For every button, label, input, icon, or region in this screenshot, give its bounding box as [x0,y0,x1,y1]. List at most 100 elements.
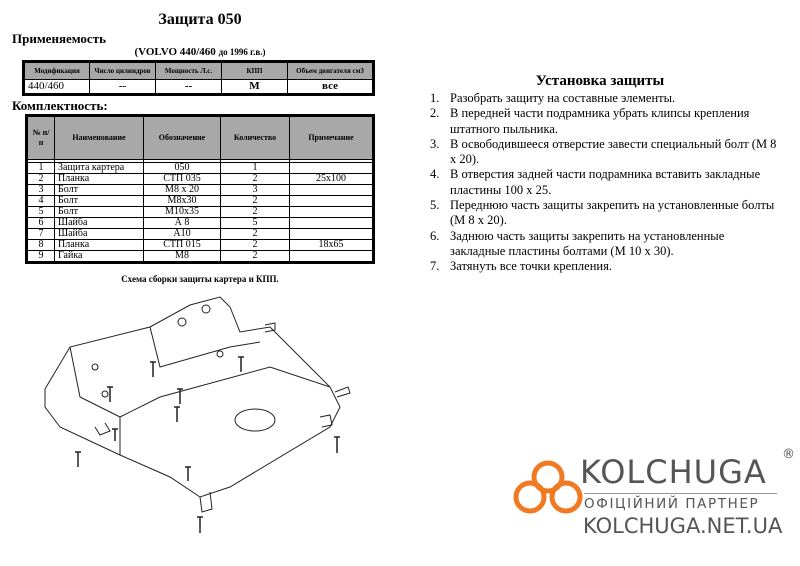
logo-brand: KOLCHUGA [580,453,767,491]
installation-title: Установка защиты [535,73,665,89]
cell: 050 [143,162,221,174]
cell: 2 [220,250,290,263]
cell: 2 [26,173,55,185]
applicability-heading: Применяемость [12,31,106,46]
cell [289,184,374,196]
cell [289,217,374,229]
cell: 440/460 [23,79,90,95]
table-row: 440/460 -- -- М все [23,79,374,95]
cell: 5 [220,217,290,229]
cell: Планка [54,173,144,185]
cell [289,228,374,240]
cell: Болт [54,206,144,218]
page-title: Защита 050 [158,11,242,28]
cell: 9 [26,250,55,263]
cell: 2 [220,228,290,240]
cell: М8 х 20 [143,184,221,196]
step-text: В отверстия задней части подрамника вста… [450,167,761,197]
step-text: Затянуть все точки крепления. [450,259,612,274]
column-header: Количество [220,115,290,160]
cell: СТП 035 [143,173,221,185]
cell: М [221,79,288,95]
logo-registered-mark: ® [782,447,795,462]
column-header: Наименование [54,115,144,160]
kolchuga-rings-logo-icon [513,460,583,514]
cell: 3 [220,184,290,196]
installation-step: 3.В освободившееся отверстие завести спе… [430,137,780,168]
column-header: Модификация [23,61,90,80]
cell: все [287,79,374,95]
cell: 18x65 [289,239,374,251]
cell: 1 [220,162,290,174]
cell: Болт [54,184,144,196]
bolt-icons [75,356,340,533]
cell: 8 [26,239,55,251]
cell [289,195,374,207]
cell: 1 [26,162,55,174]
cell: 2 [220,239,290,251]
cell: 4 [26,195,55,207]
step-number: 3. [430,136,440,151]
step-text: Разобрать защиту на составные элементы. [450,91,676,105]
step-number: 1. [430,91,440,105]
step-text: Переднюю часть защиты закрепить на устан… [450,198,775,228]
cell: 2 [220,195,290,207]
installation-steps: 1. Разобрать защиту на составные элементы… [430,91,780,275]
skid-plate-drawing [44,296,351,513]
cell: СТП 015 [143,239,221,251]
kit-heading: Комплектность: [12,98,108,113]
installation-step: 2. В передней части подрамника убрать кли… [430,106,780,137]
logo-website: KOLCHUGA.NET.UA [583,514,783,538]
column-header: Мощность Л.с. [155,61,222,80]
cell: М8х30 [143,195,221,207]
installation-step: 5. Переднюю часть защиты закрепить на уст… [430,198,780,229]
step-text: В передней части подрамника убрать клипс… [450,106,750,136]
column-header: № п/п [26,115,55,160]
cell: А10 [143,228,221,240]
vehicle-caption: (VOLVO 440/460 до 1996 г.в.) [0,46,400,59]
cell: Шайба [54,228,144,240]
step-number: 5. [430,198,440,213]
step-number: 7. [430,259,440,274]
cell: 5 [26,206,55,218]
cell: Гайка [54,250,144,263]
column-header: Объем двигателя см3 [287,61,374,80]
installation-step: 6.Заднюю часть защиты закрепить на устан… [430,229,780,260]
logo-partner-text: ОФІЦІЙНИЙ ПАРТНЕР [584,496,760,512]
assembly-diagram [44,296,351,533]
cell: -- [89,79,156,95]
step-number: 2. [430,106,440,121]
vehicle-years: до 1996 г.в.) [218,47,266,57]
cell: Планка [54,239,144,251]
logo-divider [584,493,777,494]
step-number: 4. [430,167,440,182]
kit-table: № п/п Наименование Обозначение Количеств… [25,114,375,264]
column-header: Число цилиндров [89,61,156,80]
cell: 7 [26,228,55,240]
cell: Защита картера [54,162,144,174]
cell: М10х35 [143,206,221,218]
cell: 2 [220,206,290,218]
cell: Шайба [54,217,144,229]
cell: Болт [54,195,144,207]
installation-step: 1. Разобрать защиту на составные элементы… [430,91,780,106]
installation-step: 7. Затянуть все точки крепления. [430,259,780,274]
cell: 25x100 [289,173,374,185]
cell [289,250,374,263]
cell: 3 [26,184,55,196]
cell: А 8 [143,217,221,229]
column-header: КПП [221,61,288,80]
cell: -- [155,79,222,95]
cell [289,206,374,218]
step-text: Заднюю часть защиты закрепить на установ… [450,228,725,258]
scheme-caption: Схема сборки защиты картера и КПП. [121,274,279,284]
